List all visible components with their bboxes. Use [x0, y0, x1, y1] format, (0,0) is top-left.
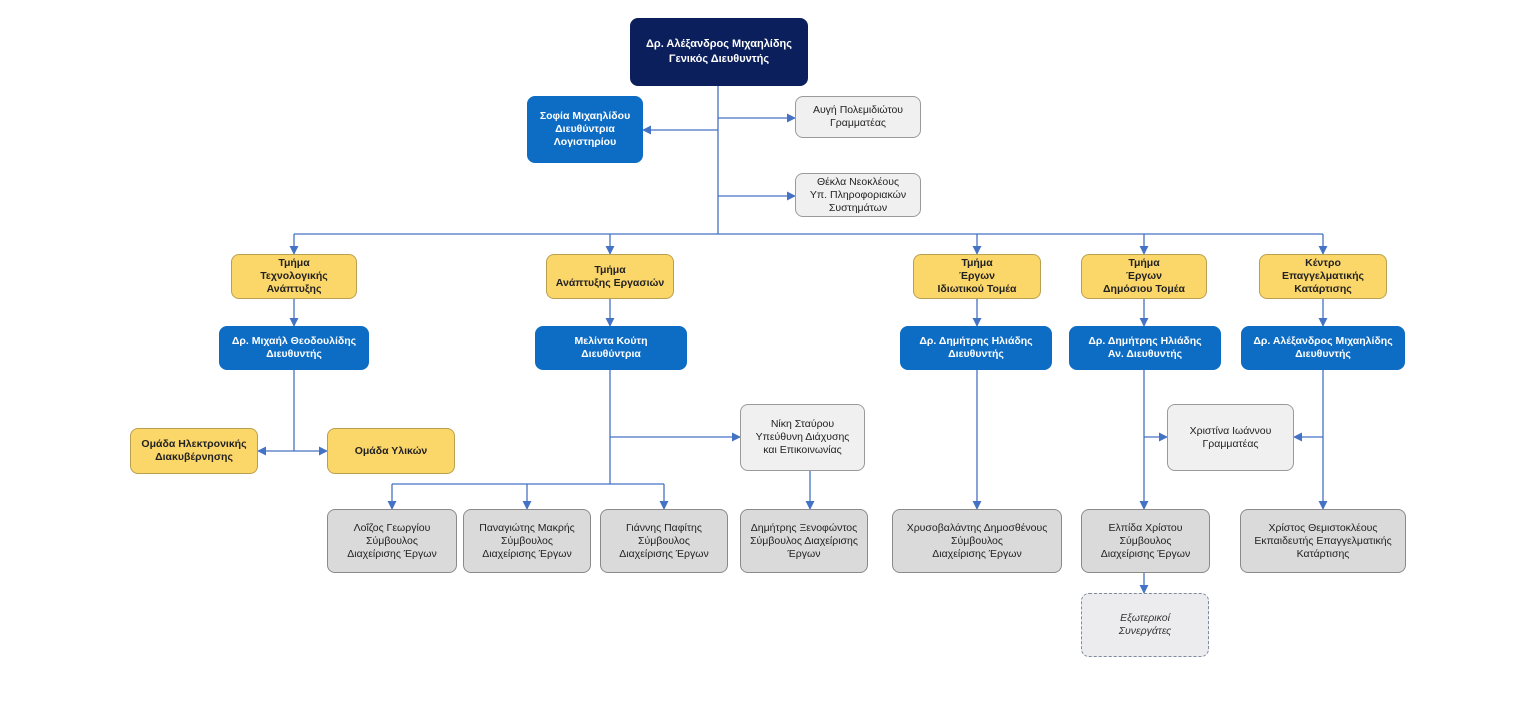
team-materials-box[interactable]: Ομάδα Υλικών [327, 428, 455, 474]
secretary-box[interactable]: Αυγή Πολεμιδιώτου Γραμματέας [795, 96, 921, 138]
pm-chrysovalantis-box[interactable]: Χρυσοβαλάντης Δημοσθένους Σύμβουλος Διαχ… [892, 509, 1062, 573]
trainer-box[interactable]: Χρίστος Θεμιστοκλέους Εκπαιδευτής Επαγγε… [1240, 509, 1406, 573]
comms-officer-box[interactable]: Νίκη Σταύρου Υπεύθυνη Διάχυσης και Επικο… [740, 404, 865, 471]
ceo-box[interactable]: Δρ. Αλέξανδρος Μιχαηλίδης Γενικός Διευθυ… [630, 18, 808, 86]
director-training-label: Δρ. Αλέξανδρος Μιχαηλίδης Διευθυντής [1253, 335, 1393, 360]
dept-tech-box[interactable]: Τμήμα Τεχνολογικής Ανάπτυξης [231, 254, 357, 299]
secretary-christina-label: Χριστίνα Ιωάννου Γραμματέας [1189, 424, 1272, 450]
ceo-label: Δρ. Αλέξανδρος Μιχαηλίδης Γενικός Διευθυ… [646, 38, 792, 65]
dept-private-label: Τμήμα Έργων Ιδιωτικού Τομέα [937, 257, 1017, 295]
pm-loizos-box[interactable]: Λοΐζος Γεωργίου Σύμβουλος Διαχείρισης Έρ… [327, 509, 457, 573]
director-public-label: Δρ. Δημήτρης Ηλιάδης Αν. Διευθυντής [1088, 335, 1202, 360]
team-egov-box[interactable]: Ομάδα Ηλεκτρονικής Διακυβέρνησης [130, 428, 258, 474]
trainer-label: Χρίστος Θεμιστοκλέους Εκπαιδευτής Επαγγε… [1254, 521, 1392, 560]
dept-biz-label: Τμήμα Ανάπτυξης Εργασιών [555, 263, 665, 289]
pm-dimitris-label: Δημήτρης Ξενοφώντος Σύμβουλος Διαχείριση… [750, 521, 858, 560]
it-officer-label: Θέκλα Νεοκλέους Υπ. Πληροφοριακών Συστημ… [809, 175, 907, 214]
director-biz-label: Μελίντα Κούτη Διευθύντρια [574, 335, 648, 360]
dept-biz-box[interactable]: Τμήμα Ανάπτυξης Εργασιών [546, 254, 674, 299]
team-materials-label: Ομάδα Υλικών [354, 444, 428, 457]
director-private-box[interactable]: Δρ. Δημήτρης Ηλιάδης Διευθυντής [900, 326, 1052, 370]
dept-public-label: Τμήμα Έργων Δημόσιου Τομέα [1102, 257, 1185, 295]
director-training-box[interactable]: Δρ. Αλέξανδρος Μιχαηλίδης Διευθυντής [1241, 326, 1405, 370]
director-public-box[interactable]: Δρ. Δημήτρης Ηλιάδης Αν. Διευθυντής [1069, 326, 1221, 370]
director-tech-box[interactable]: Δρ. Μιχαήλ Θεοδουλίδης Διευθυντής [219, 326, 369, 370]
director-tech-label: Δρ. Μιχαήλ Θεοδουλίδης Διευθυντής [231, 335, 357, 360]
accounting-director-label: Σοφία Μιχαηλίδου Διευθύντρια Λογιστηρίου [539, 110, 631, 148]
accounting-director-box[interactable]: Σοφία Μιχαηλίδου Διευθύντρια Λογιστηρίου [527, 96, 643, 163]
pm-loizos-label: Λοΐζος Γεωργίου Σύμβουλος Διαχείρισης Έρ… [347, 521, 437, 560]
comms-officer-label: Νίκη Σταύρου Υπεύθυνη Διάχυσης και Επικο… [755, 418, 850, 456]
pm-dimitris-box[interactable]: Δημήτρης Ξενοφώντος Σύμβουλος Διαχείριση… [740, 509, 868, 573]
pm-giannis-box[interactable]: Γιάννης Παφίτης Σύμβουλος Διαχείρισης Έρ… [600, 509, 728, 573]
pm-chrysovalantis-label: Χρυσοβαλάντης Δημοσθένους Σύμβουλος Διαχ… [906, 521, 1048, 560]
pm-panagiotis-box[interactable]: Παναγιώτης Μακρής Σύμβουλος Διαχείρισης … [463, 509, 591, 573]
external-partners-box[interactable]: Εξωτερικοί Συνεργάτες [1081, 593, 1209, 657]
dept-tech-label: Τμήμα Τεχνολογικής Ανάπτυξης [260, 257, 328, 295]
director-biz-box[interactable]: Μελίντα Κούτη Διευθύντρια [535, 326, 687, 370]
it-officer-box[interactable]: Θέκλα Νεοκλέους Υπ. Πληροφοριακών Συστημ… [795, 173, 921, 217]
team-egov-label: Ομάδα Ηλεκτρονικής Διακυβέρνησης [141, 438, 247, 463]
pm-panagiotis-label: Παναγιώτης Μακρής Σύμβουλος Διαχείρισης … [479, 521, 575, 560]
dept-training-label: Κέντρο Επαγγελματικής Κατάρτισης [1282, 257, 1364, 295]
dept-training-box[interactable]: Κέντρο Επαγγελματικής Κατάρτισης [1259, 254, 1387, 299]
pm-giannis-label: Γιάννης Παφίτης Σύμβουλος Διαχείρισης Έρ… [619, 521, 709, 560]
pm-elpida-label: Ελπίδα Χρίστου Σύμβουλος Διαχείρισης Έργ… [1100, 521, 1191, 560]
external-partners-label: Εξωτερικοί Συνεργάτες [1118, 612, 1172, 637]
secretary-christina-box[interactable]: Χριστίνα Ιωάννου Γραμματέας [1167, 404, 1294, 471]
dept-public-box[interactable]: Τμήμα Έργων Δημόσιου Τομέα [1081, 254, 1207, 299]
secretary-label: Αυγή Πολεμιδιώτου Γραμματέας [812, 104, 904, 129]
pm-elpida-box[interactable]: Ελπίδα Χρίστου Σύμβουλος Διαχείρισης Έργ… [1081, 509, 1210, 573]
director-private-label: Δρ. Δημήτρης Ηλιάδης Διευθυντής [919, 335, 1033, 360]
dept-private-box[interactable]: Τμήμα Έργων Ιδιωτικού Τομέα [913, 254, 1041, 299]
